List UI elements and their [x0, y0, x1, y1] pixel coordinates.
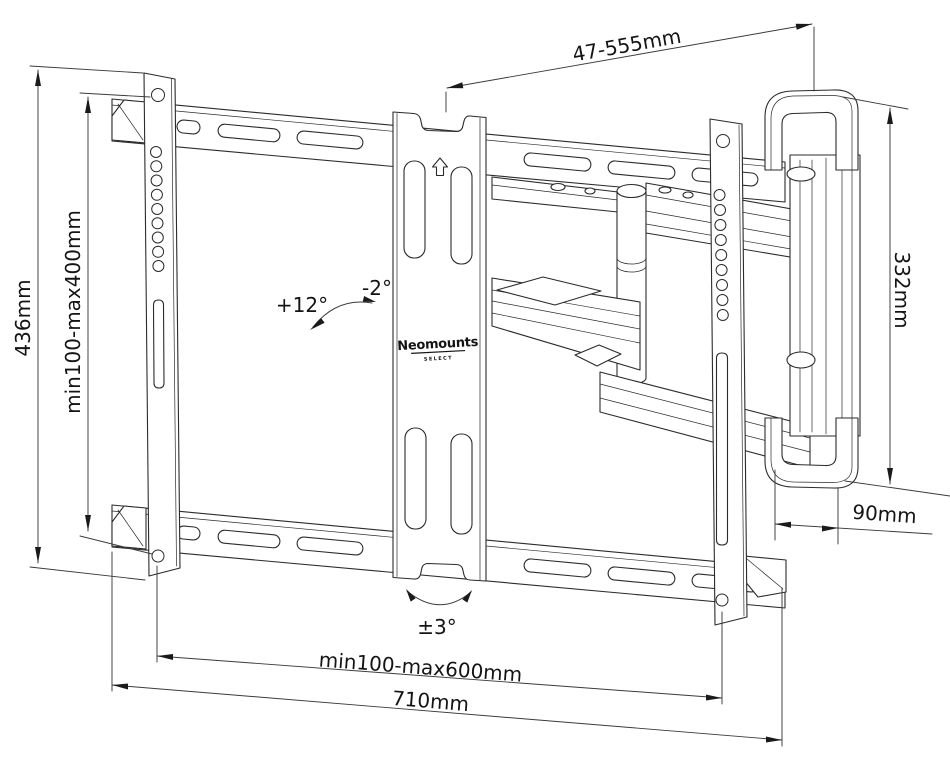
bolt: [682, 191, 694, 199]
dim-710-label: 710mm: [391, 686, 470, 716]
dim-400-label: min100-max400mm: [61, 210, 85, 414]
arc-arrowhead: [310, 318, 325, 330]
arc-arrowhead: [362, 296, 376, 302]
rail-slot: [176, 119, 201, 135]
rail-slot: [217, 529, 281, 549]
bolt: [550, 182, 566, 192]
up-arrow-icon: [431, 157, 449, 177]
logo-brand-text: Neomounts: [397, 335, 479, 354]
logo-sub-text: SELECT: [424, 355, 453, 363]
arc-arrowhead: [406, 589, 416, 602]
plate-slot: [450, 166, 473, 265]
pivot-cap: [786, 351, 816, 369]
plate-slot: [404, 427, 427, 530]
rail-slot: [523, 558, 592, 578]
tilt-arc: +12° -2°: [276, 276, 392, 330]
rail-slot: [715, 352, 729, 546]
dim-436-label: 436mm: [11, 279, 35, 356]
rail-slot: [152, 299, 165, 389]
dim-47-555-label: 47-555mm: [571, 24, 683, 67]
bolt: [658, 186, 672, 194]
rail-slot: [296, 536, 364, 556]
bottom-hook-bracket: [764, 417, 859, 489]
swivel-label: ±3°: [417, 615, 456, 639]
arc-arrowhead: [462, 590, 472, 603]
rail-slot: [523, 152, 592, 172]
rail-slot: [296, 130, 364, 150]
tv-bracket-column: [789, 154, 861, 437]
tilt-plate: [574, 344, 622, 367]
rail-slot: [607, 566, 676, 586]
plate-slot: [450, 433, 473, 535]
pivot-cap: [786, 166, 816, 182]
dim-90-label: 90mm: [852, 500, 918, 528]
tilt-plate: [496, 276, 602, 306]
dim-332-label: 332mm: [890, 251, 914, 328]
tilt-up-label: +12°: [276, 293, 328, 317]
dim-600-label: min100-max600mm: [318, 647, 523, 686]
rail-slot: [217, 123, 281, 143]
left-vesa-rail: [143, 72, 181, 577]
arm-assembly: [491, 89, 861, 489]
plate-slot: [403, 160, 426, 259]
swivel-arc: ±3°: [406, 589, 472, 639]
wall-plate: Neomounts SELECT: [392, 111, 487, 582]
right-vesa-rail: [709, 118, 748, 626]
bolt: [584, 187, 596, 195]
tilt-down-label: -2°: [362, 276, 392, 300]
top-hook-bracket: [764, 89, 859, 171]
rail-slot: [607, 160, 676, 180]
brand-logo: Neomounts SELECT: [397, 335, 479, 363]
